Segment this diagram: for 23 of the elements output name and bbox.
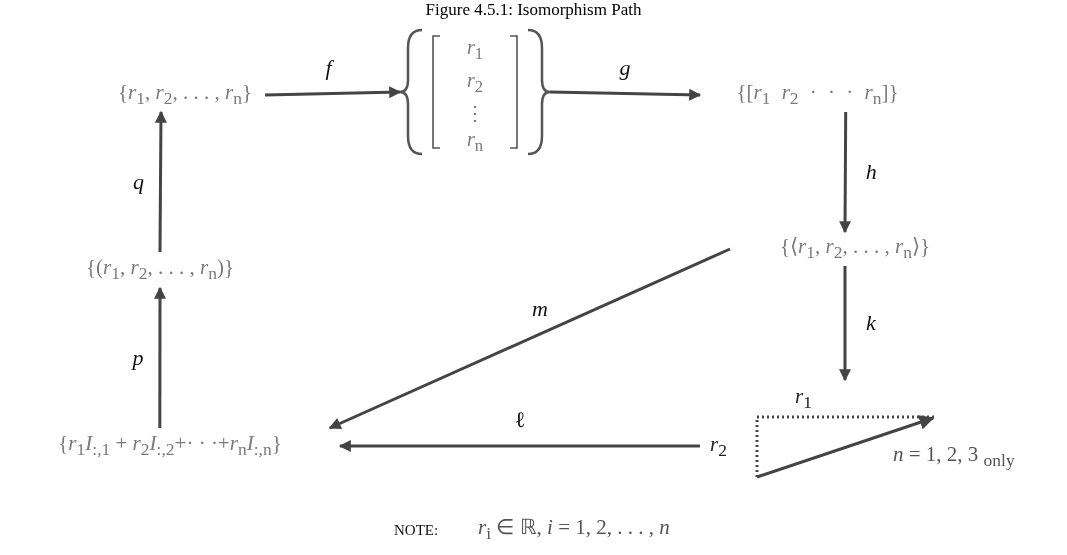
note-label: NOTE: [394, 522, 439, 539]
arrow [839, 112, 852, 234]
set-expression: {(r$_{1}$, r$_{2}$, . . . , r$_{n}$)} [0, 252, 320, 288]
note-formula: r$_{i}$ ∈ ℝ, i = 1, 2, . . . , n [478, 515, 670, 545]
arrow [154, 110, 167, 252]
arrow [328, 247, 731, 430]
arrow [549, 88, 702, 101]
component-label: r$_{2}$ [710, 432, 727, 462]
vector-entry: r$_{n}$ [466, 127, 484, 157]
vector-entry: r$_{2}$ [466, 68, 484, 98]
set-expression: {[r$_{1}$ r$_{2}$ · · · r$_{n}$]} [700, 78, 935, 112]
condition-note: n = 1, 2, 3 $_{only}$ [893, 442, 1015, 472]
set-expression: {r$_{1}$, r$_{2}$, . . . , r$_{n}$} [105, 78, 265, 112]
arrow [154, 286, 166, 428]
set-expression: {r$_{1}$I$_{:,1}$ + r$_{2}$I$_{:,2}$+· · ·+r$_{n}$I$_{:,n}$} [0, 428, 340, 464]
arrow [839, 266, 851, 382]
component-label: r$_{1}$ [795, 384, 812, 414]
arrow [338, 440, 700, 452]
figure-title: Figure 4.5.1: Isomorphism Path [425, 0, 642, 19]
arrow [264, 86, 402, 99]
vector-entry: ⋮ [465, 101, 485, 126]
vector-entry: r$_{1}$ [466, 35, 484, 65]
set-expression: {⟨r$_{1}$, r$_{2}$, . . . , r$_{n}$⟩} [730, 232, 980, 266]
